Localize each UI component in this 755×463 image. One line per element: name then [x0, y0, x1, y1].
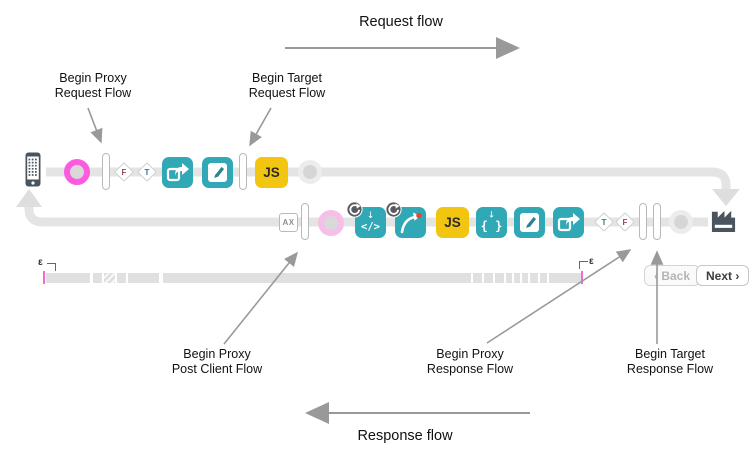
- callout-arrow-icon: [557, 213, 580, 232]
- epsilon-right-label: ε: [589, 256, 594, 267]
- target-factory-icon[interactable]: [709, 206, 738, 233]
- arrow-begin-proxy-request: [87, 107, 103, 144]
- timeline-tick-start: [43, 271, 45, 284]
- request-flow-title: Request flow: [359, 14, 443, 30]
- policy-pencil-icon-1[interactable]: [202, 157, 233, 188]
- timeline-track[interactable]: [44, 273, 584, 283]
- callout-arrow-icon: [166, 163, 189, 182]
- timeline-segment[interactable]: [46, 273, 90, 283]
- label-begin-target-request-flow: Begin Target Request Flow: [248, 71, 326, 100]
- policy-js-1[interactable]: JS: [255, 157, 288, 188]
- timeline-segment[interactable]: [117, 273, 126, 283]
- svg-text:</>: </>: [361, 221, 380, 233]
- flow-pill-target-request[interactable]: [239, 153, 247, 190]
- flow-pill-proxy-request[interactable]: [102, 153, 110, 190]
- policy-pencil-icon-2[interactable]: [514, 207, 545, 238]
- label-begin-proxy-post-client-flow: Begin Proxy Post Client Flow: [171, 347, 263, 376]
- endpoint-circle-2[interactable]: [669, 210, 693, 234]
- policy-braces-icon[interactable]: { } ↓: [476, 207, 507, 238]
- reexecute-badge-2: [385, 201, 402, 218]
- code-extract-icon: </> ↓: [361, 211, 380, 233]
- back-button[interactable]: ‹ Back: [644, 265, 701, 286]
- response-flow-title: Response flow: [357, 428, 453, 444]
- label-begin-target-response-flow: Begin Target Response Flow: [626, 347, 714, 376]
- ax-analytics-marker[interactable]: AX: [279, 213, 298, 232]
- condition-diamond-false-2[interactable]: F: [615, 212, 635, 232]
- epsilon-bracket-left: [47, 263, 56, 271]
- route-arrow-icon: [400, 212, 422, 234]
- braces-assign-icon: { } ↓: [481, 211, 503, 234]
- arrow-begin-target-request: [249, 107, 272, 147]
- request-start-circle[interactable]: [64, 159, 90, 185]
- flow-pill-target-response[interactable]: [653, 203, 661, 240]
- flow-pill-proxy-response[interactable]: [639, 203, 647, 240]
- timeline-segment[interactable]: [540, 273, 547, 283]
- timeline-tick-end: [581, 271, 583, 284]
- timeline-segment[interactable]: [163, 273, 471, 283]
- condition-diamond-false-1[interactable]: F: [114, 162, 134, 182]
- epsilon-bracket-right: [579, 261, 588, 269]
- timeline-segment[interactable]: [495, 273, 504, 283]
- policy-callout-icon-2[interactable]: [553, 207, 584, 238]
- timeline-segment[interactable]: [549, 273, 582, 283]
- label-begin-proxy-request-flow: Begin Proxy Request Flow: [54, 71, 132, 100]
- arrow-begin-proxy-post-client: [223, 251, 299, 345]
- svg-text:{ }: { }: [481, 219, 503, 233]
- label-begin-proxy-response-flow: Begin Proxy Response Flow: [426, 347, 514, 376]
- reexecute-badge-1: [346, 201, 363, 218]
- flow-pill-post-client[interactable]: [301, 203, 309, 240]
- svg-text:↓: ↓: [367, 211, 375, 221]
- epsilon-left-label: ε: [38, 257, 43, 268]
- response-arrowhead-icon: [16, 189, 42, 207]
- timeline-segment[interactable]: [104, 273, 115, 283]
- policy-js-2[interactable]: JS: [436, 207, 469, 238]
- timeline-segment[interactable]: [514, 273, 520, 283]
- timeline-segment[interactable]: [473, 273, 482, 283]
- svg-text:↓: ↓: [488, 211, 496, 221]
- client-phone-icon[interactable]: [25, 152, 41, 187]
- timeline-segment[interactable]: [530, 273, 538, 283]
- condition-diamond-true-2[interactable]: T: [594, 212, 614, 232]
- request-arrowhead-icon: [712, 189, 740, 206]
- timeline-segment[interactable]: [484, 273, 493, 283]
- timeline-segment[interactable]: [93, 273, 102, 283]
- arrow-begin-proxy-response: [486, 249, 632, 344]
- response-start-circle[interactable]: [318, 210, 344, 236]
- condition-diamond-true-1[interactable]: T: [137, 162, 157, 182]
- timeline-segment[interactable]: [506, 273, 512, 283]
- next-button[interactable]: Next ›: [696, 265, 750, 286]
- policy-callout-icon-1[interactable]: [162, 157, 193, 188]
- pencil-icon: [520, 213, 539, 232]
- timeline-segment[interactable]: [128, 273, 159, 283]
- timeline-segment[interactable]: [522, 273, 528, 283]
- pencil-icon: [208, 163, 227, 182]
- endpoint-circle-1[interactable]: [298, 160, 322, 184]
